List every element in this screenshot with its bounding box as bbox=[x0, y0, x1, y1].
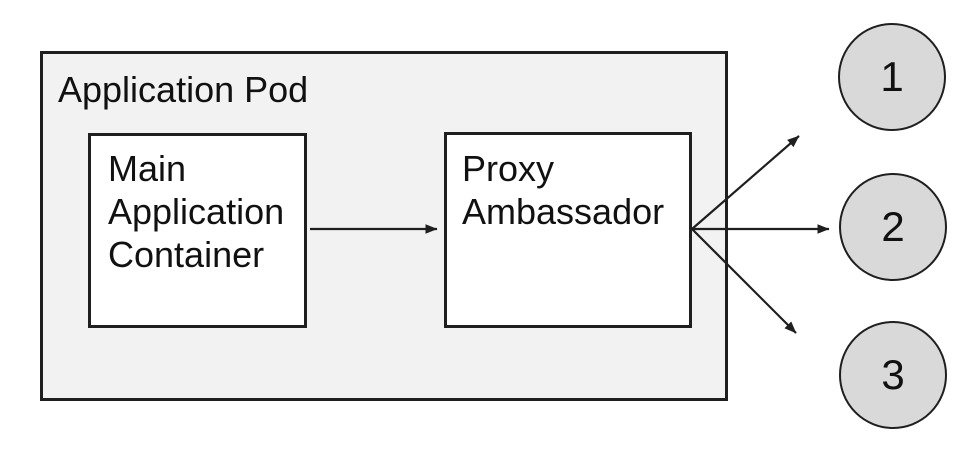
endpoint-2-label: 2 bbox=[881, 203, 905, 250]
endpoint-3-label: 3 bbox=[881, 351, 905, 398]
proxy-ambassador-label: Proxy Ambassador bbox=[462, 148, 665, 232]
endpoint-1-label: 1 bbox=[880, 53, 904, 100]
endpoint-circle-1: 1 bbox=[838, 23, 946, 131]
proxy-ambassador-node: Proxy Ambassador bbox=[444, 132, 692, 328]
main-application-container-node: Main Application Container bbox=[88, 133, 307, 328]
endpoint-circle-2: 2 bbox=[839, 173, 947, 281]
endpoint-circle-3: 3 bbox=[839, 321, 947, 429]
main-application-container-label: Main Application Container bbox=[108, 148, 285, 275]
application-pod-label: Application Pod bbox=[58, 69, 309, 110]
